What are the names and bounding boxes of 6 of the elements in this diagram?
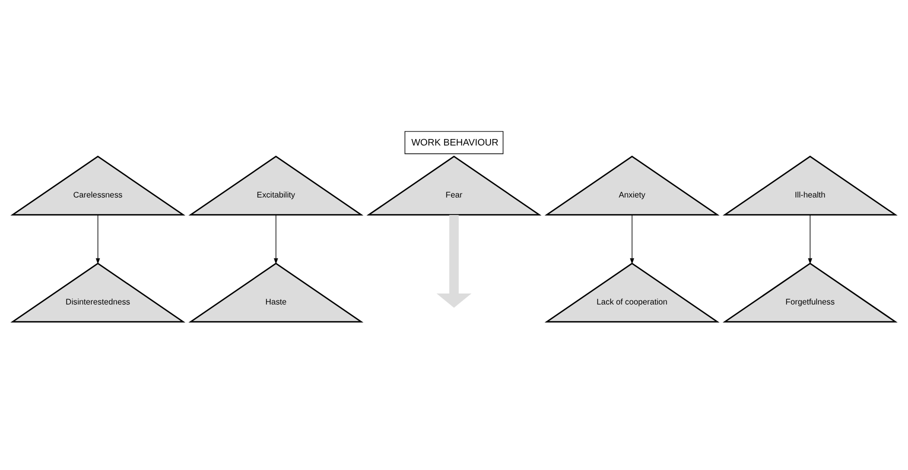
diagram-title: WORK BEHAVIOUR <box>411 137 499 148</box>
arrow <box>630 214 634 264</box>
arrow <box>808 214 812 264</box>
arrow <box>96 214 100 264</box>
arrow <box>274 214 278 264</box>
arrow <box>436 214 472 308</box>
